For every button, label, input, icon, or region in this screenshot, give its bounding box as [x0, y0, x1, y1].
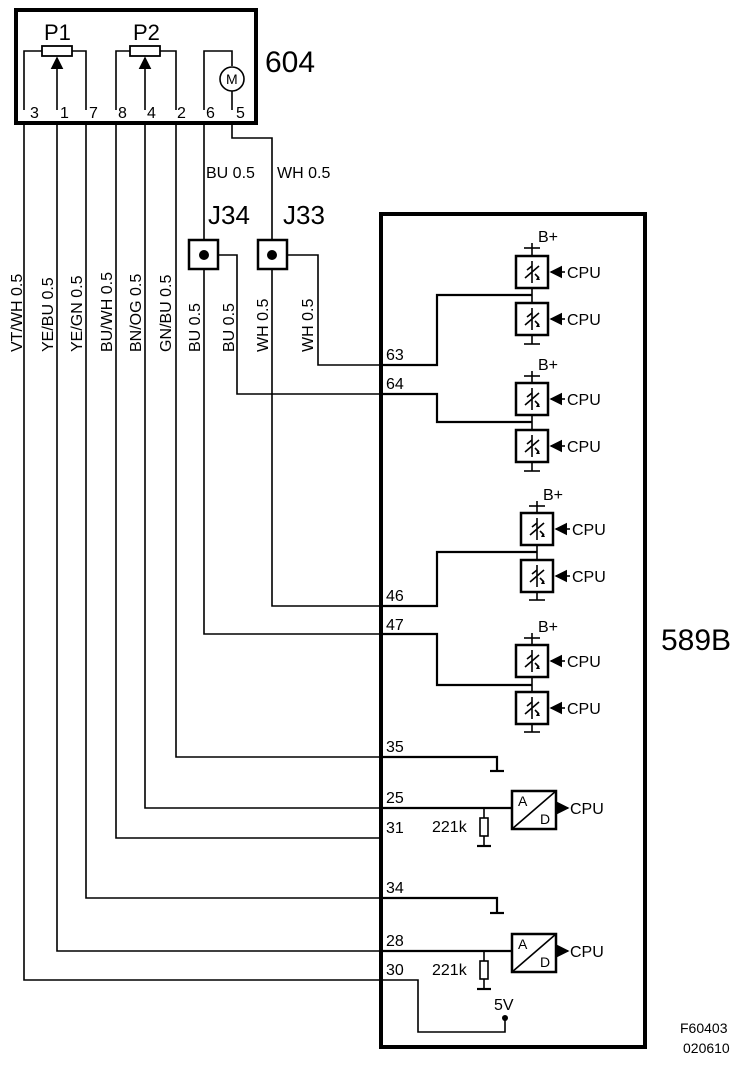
svg-text:BU 0.5: BU 0.5 [221, 303, 238, 352]
svg-text:GN/BU 0.5: GN/BU 0.5 [158, 275, 175, 352]
adc-converter-1: A D CPU 221k [432, 789, 604, 848]
motor-wire-wh-label: WH 0.5 [277, 165, 330, 182]
svg-text:3: 3 [30, 105, 39, 122]
date-code: 020610 [683, 1040, 730, 1056]
svg-text:28: 28 [386, 933, 404, 950]
svg-text:CPU: CPU [567, 392, 601, 409]
motor-label: M [226, 71, 238, 87]
connector-j33 [256, 238, 289, 271]
svg-text:CPU: CPU [570, 801, 604, 818]
svg-text:8: 8 [118, 105, 127, 122]
adc-converter-2: A D CPU 221k [432, 932, 604, 991]
svg-text:1: 1 [60, 105, 69, 122]
svg-text:BU/WH 0.5: BU/WH 0.5 [99, 272, 116, 352]
pot-p2-symbol [115, 45, 177, 110]
component-604-pins: 3 1 7 8 4 2 6 5 [30, 105, 245, 122]
component-604-label: 604 [265, 46, 315, 79]
svg-text:25: 25 [386, 790, 404, 807]
svg-text:31: 31 [386, 820, 404, 837]
supply-5v: 5V [494, 997, 514, 1021]
svg-text:30: 30 [386, 962, 404, 979]
svg-text:B+: B+ [538, 357, 558, 374]
svg-text:4: 4 [147, 105, 156, 122]
svg-text:D: D [540, 811, 550, 827]
svg-text:A: A [518, 793, 528, 809]
svg-text:6: 6 [206, 105, 215, 122]
svg-text:WH 0.5: WH 0.5 [300, 299, 317, 352]
svg-text:47: 47 [386, 617, 404, 634]
switch-group-3: B+ CPU CPU [519, 487, 606, 601]
pot-p1-label: P1 [44, 20, 71, 45]
switch-group-4: B+ CPU CPU [514, 619, 601, 733]
ecu-pin-labels: 63 64 46 47 35 25 31 34 28 30 [386, 347, 404, 979]
svg-text:46: 46 [386, 588, 404, 605]
svg-text:YE/BU 0.5: YE/BU 0.5 [40, 277, 57, 352]
pot-p2-label: P2 [133, 20, 160, 45]
motor-wire-bu-label: BU 0.5 [206, 165, 255, 182]
svg-text:CPU: CPU [567, 654, 601, 671]
ecu-589b-label: 589B [661, 624, 731, 657]
figure-code: F60403 [680, 1020, 728, 1036]
svg-text:63: 63 [386, 347, 404, 364]
svg-text:35: 35 [386, 739, 404, 756]
svg-text:CPU: CPU [567, 312, 601, 329]
svg-text:CPU: CPU [567, 701, 601, 718]
ecu-internal-wiring [379, 293, 537, 961]
svg-text:WH 0.5: WH 0.5 [255, 299, 272, 352]
component-604-box [14, 8, 258, 125]
svg-text:7: 7 [89, 105, 98, 122]
switch-group-2: B+ CPU CPU [514, 357, 601, 472]
wire-motor-wh [231, 123, 273, 244]
svg-text:CPU: CPU [567, 439, 601, 456]
switch-group-1: B+ CPU CPU [514, 229, 601, 345]
svg-text:B+: B+ [538, 619, 558, 636]
svg-text:64: 64 [386, 376, 404, 393]
wire-color-labels: VT/WH 0.5 YE/BU 0.5 YE/GN 0.5 BU/WH 0.5 … [9, 272, 317, 352]
svg-text:2: 2 [177, 105, 186, 122]
svg-text:YE/GN 0.5: YE/GN 0.5 [69, 275, 86, 352]
wire-runs [23, 123, 506, 1033]
svg-text:BN/OG 0.5: BN/OG 0.5 [128, 274, 145, 352]
motor-symbol: M [203, 50, 245, 110]
svg-text:CPU: CPU [572, 522, 606, 539]
svg-text:CPU: CPU [567, 265, 601, 282]
connector-j34-label: J34 [208, 200, 250, 230]
svg-text:B+: B+ [538, 229, 558, 246]
svg-text:CPU: CPU [570, 944, 604, 961]
svg-text:VT/WH 0.5: VT/WH 0.5 [9, 274, 26, 352]
pot-p1-symbol [23, 45, 87, 110]
svg-text:34: 34 [386, 880, 404, 897]
connector-j34 [187, 238, 220, 271]
svg-text:5V: 5V [494, 997, 514, 1014]
svg-text:CPU: CPU [572, 569, 606, 586]
connector-j33-label: J33 [283, 200, 325, 230]
svg-text:A: A [518, 936, 528, 952]
svg-text:221k: 221k [432, 962, 468, 979]
ecu-589b-box [379, 212, 647, 1049]
svg-text:BU 0.5: BU 0.5 [187, 303, 204, 352]
svg-text:221k: 221k [432, 819, 468, 836]
svg-text:B+: B+ [543, 487, 563, 504]
svg-text:5: 5 [236, 105, 245, 122]
svg-text:D: D [540, 954, 550, 970]
